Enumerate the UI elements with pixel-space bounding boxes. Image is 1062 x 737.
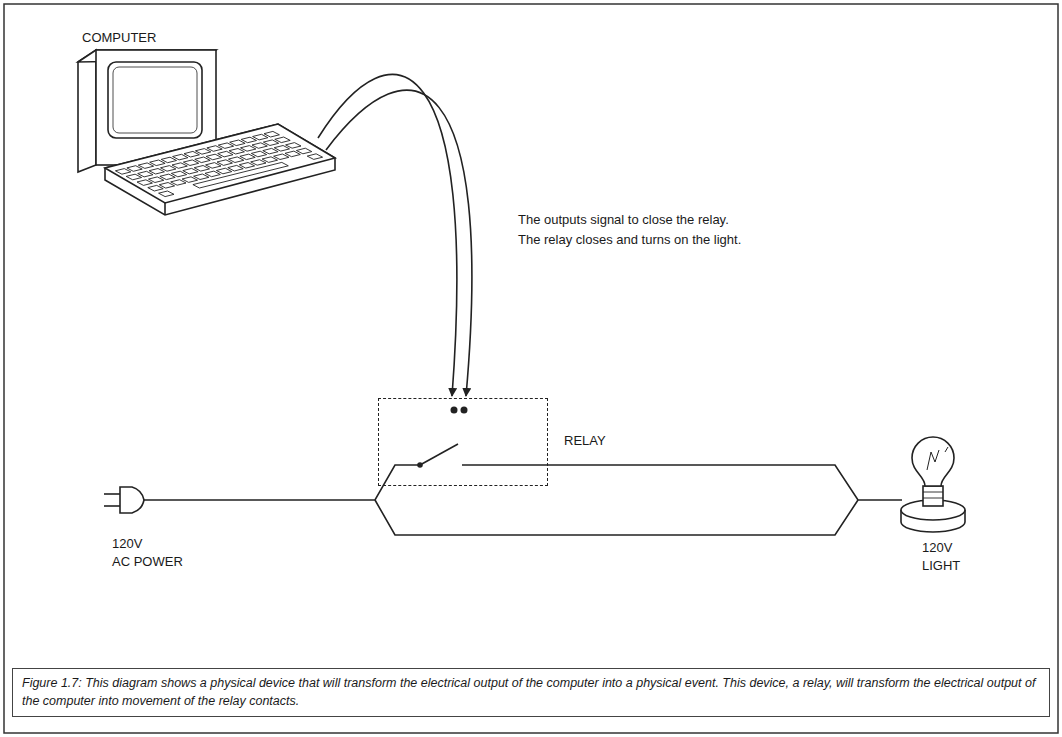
keyboard-key xyxy=(171,180,186,186)
keyboard-key xyxy=(228,165,243,171)
keyboard-key xyxy=(240,154,255,160)
device-label: COMPUTER xyxy=(82,30,156,47)
keyboard-key xyxy=(126,174,141,180)
keyboard-key xyxy=(263,140,278,146)
light-bulb xyxy=(901,437,965,532)
keyboard-key xyxy=(194,174,209,180)
keyboard-key xyxy=(251,151,266,157)
relay-label: RELAY xyxy=(564,433,606,450)
keyboard-key xyxy=(159,183,174,189)
keyboard-key xyxy=(171,171,186,177)
keyboard-key xyxy=(138,171,153,177)
keyboard-key xyxy=(262,157,277,163)
keyboard-key xyxy=(251,160,266,166)
keyboard-key xyxy=(241,137,256,143)
explanation-note: The relay closes and turns on the light. xyxy=(518,232,741,249)
keyboard-key xyxy=(218,151,233,157)
power-plug xyxy=(104,487,144,513)
keyboard-key xyxy=(253,134,268,140)
keyboard-key xyxy=(193,162,288,188)
keyboard-key xyxy=(115,169,130,175)
keyboard-key xyxy=(195,157,210,163)
keyboard-key xyxy=(229,149,244,155)
keyboard-key xyxy=(206,154,221,160)
keyboard-key xyxy=(241,146,256,152)
keyboard-key xyxy=(218,143,233,149)
keyboard-key xyxy=(216,168,231,174)
keyboard-key xyxy=(275,137,290,143)
keyboard-key xyxy=(194,166,209,172)
keyboard-key xyxy=(161,166,176,172)
figure-frame xyxy=(4,4,1058,733)
keyboard-key xyxy=(159,191,174,197)
keyboard-key xyxy=(205,171,220,177)
keyboard-key xyxy=(195,149,210,155)
keyboard-key xyxy=(137,180,152,186)
keyboard-key xyxy=(138,163,153,169)
voltage-label: 120V xyxy=(922,540,952,557)
keyboard-key xyxy=(229,157,244,163)
keyboard-key xyxy=(183,160,198,166)
keyboard-key xyxy=(274,154,289,160)
keyboard-key xyxy=(252,143,267,149)
keyboard-key xyxy=(183,168,198,174)
coil-terminal xyxy=(461,407,468,414)
keyboard-key xyxy=(286,143,301,149)
keyboard-key xyxy=(274,146,289,152)
keyboard-key xyxy=(263,148,278,154)
keyboard-key xyxy=(150,160,165,166)
power-wiring xyxy=(144,444,902,535)
load-label: LIGHT xyxy=(922,558,960,575)
relay-box: RELAY xyxy=(378,398,548,486)
keyboard-key xyxy=(127,166,142,172)
keyboard-key xyxy=(149,177,164,183)
computer-monitor xyxy=(78,50,216,172)
coil-terminal xyxy=(451,407,458,414)
source-label: AC POWER xyxy=(112,554,183,571)
keyboard-key xyxy=(149,169,164,175)
voltage-label: 120V xyxy=(112,536,142,553)
keyboard-key xyxy=(307,154,322,160)
keyboard-key xyxy=(239,163,254,169)
signal-wire xyxy=(326,90,472,396)
keyboard-key xyxy=(206,163,221,169)
explanation-note: The outputs signal to close the relay. xyxy=(518,212,729,229)
keyboard-key xyxy=(285,151,300,157)
keyboard-key xyxy=(296,148,311,154)
computer-keyboard xyxy=(105,124,335,215)
switch-blade xyxy=(420,444,458,465)
keyboard-key xyxy=(148,185,163,191)
keyboard-key xyxy=(182,177,197,183)
keyboard-key xyxy=(207,146,222,152)
keyboard-key xyxy=(172,163,187,169)
keyboard-key xyxy=(217,160,232,166)
keyboard-key xyxy=(230,140,245,146)
figure-caption: Figure 1.7: This diagram shows a physica… xyxy=(12,668,1050,717)
signal-wire xyxy=(318,74,457,396)
keyboard-key xyxy=(173,154,188,160)
keyboard-key xyxy=(160,174,175,180)
keyboard-key xyxy=(161,157,176,163)
keyboard-key xyxy=(184,151,199,157)
keyboard-key xyxy=(264,131,279,137)
